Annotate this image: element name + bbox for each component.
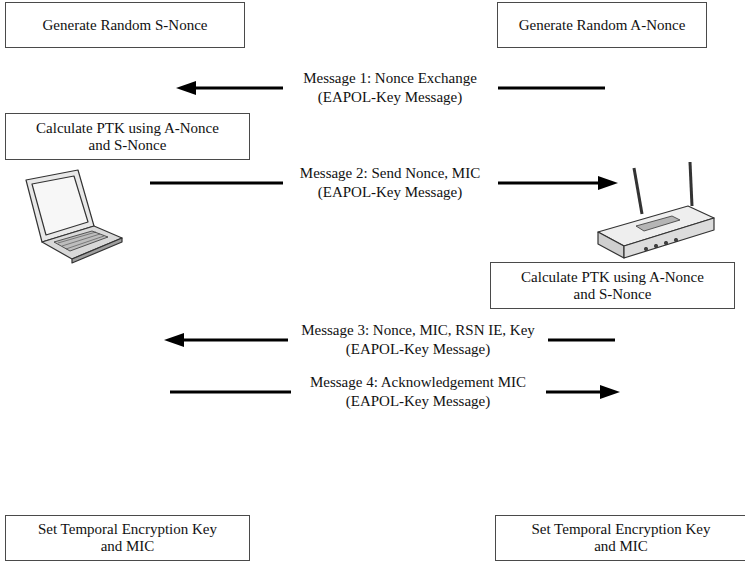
process-box: Calculate PTK using A-Nonce and S-Nonce — [5, 113, 250, 160]
box-text: Generate Random S-Nonce — [43, 17, 208, 34]
process-box: Set Temporal Encryption Key and MIC — [495, 515, 745, 561]
box-text: Calculate PTK using A-Nonce and S-Nonce — [28, 120, 228, 154]
laptop-icon — [26, 170, 122, 263]
message-label: Message 2: Send Nonce, MIC (EAPOL-Key Me… — [283, 164, 498, 202]
box-text: Set Temporal Encryption Key and MIC — [521, 521, 721, 555]
process-box: Generate Random S-Nonce — [5, 2, 245, 48]
router-icon — [598, 162, 714, 258]
message-label: Message 3: Nonce, MIC, RSN IE, Key (EAPO… — [288, 321, 548, 359]
message-label: Message 4: Acknowledgement MIC (EAPOL-Ke… — [291, 373, 546, 411]
process-box: Generate Random A-Nonce — [497, 2, 707, 48]
message-label: Message 1: Nonce Exchange (EAPOL-Key Mes… — [283, 69, 498, 107]
box-text: Set Temporal Encryption Key and MIC — [28, 521, 228, 555]
box-text: Generate Random A-Nonce — [519, 17, 686, 34]
process-box: Set Temporal Encryption Key and MIC — [5, 515, 250, 561]
process-box: Calculate PTK using A-Nonce and S-Nonce — [490, 262, 735, 309]
arrow-head — [164, 333, 184, 347]
arrow-head — [598, 176, 618, 190]
box-text: Calculate PTK using A-Nonce and S-Nonce — [513, 269, 713, 303]
arrow-head — [176, 81, 196, 95]
arrow-head — [600, 385, 620, 399]
